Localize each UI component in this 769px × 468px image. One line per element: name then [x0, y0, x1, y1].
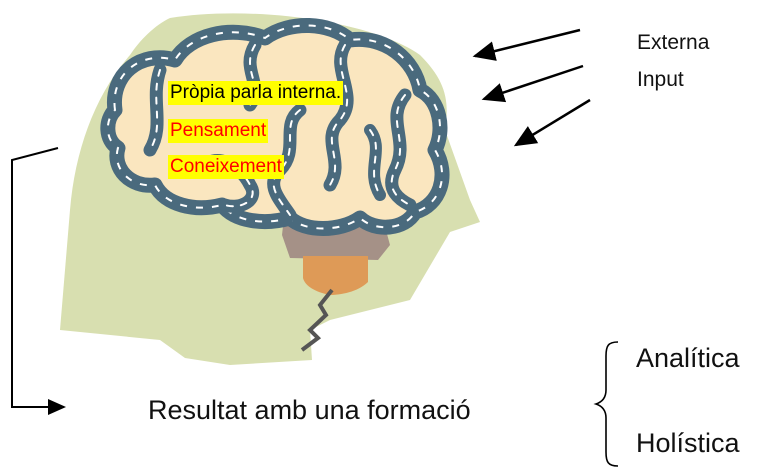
brace-icon	[593, 341, 619, 467]
thought-label: Pensament	[168, 119, 269, 143]
spinal-cord	[303, 256, 368, 295]
option-holistic: Holística	[636, 428, 740, 458]
input-label: Input	[637, 68, 684, 91]
arrow-icon	[481, 64, 584, 103]
inner-speech-label: Pròpia parla interna.	[168, 81, 344, 105]
result-label: Resultat amb una formació	[148, 395, 471, 425]
external-label: Externa	[637, 31, 710, 54]
arrow-icon	[513, 98, 591, 147]
option-analytic: Analítica	[636, 343, 740, 373]
knowledge-label: Coneixement	[168, 155, 284, 179]
nerve-line	[300, 288, 334, 352]
connector-line	[11, 147, 66, 415]
arrow-icon	[472, 28, 581, 61]
